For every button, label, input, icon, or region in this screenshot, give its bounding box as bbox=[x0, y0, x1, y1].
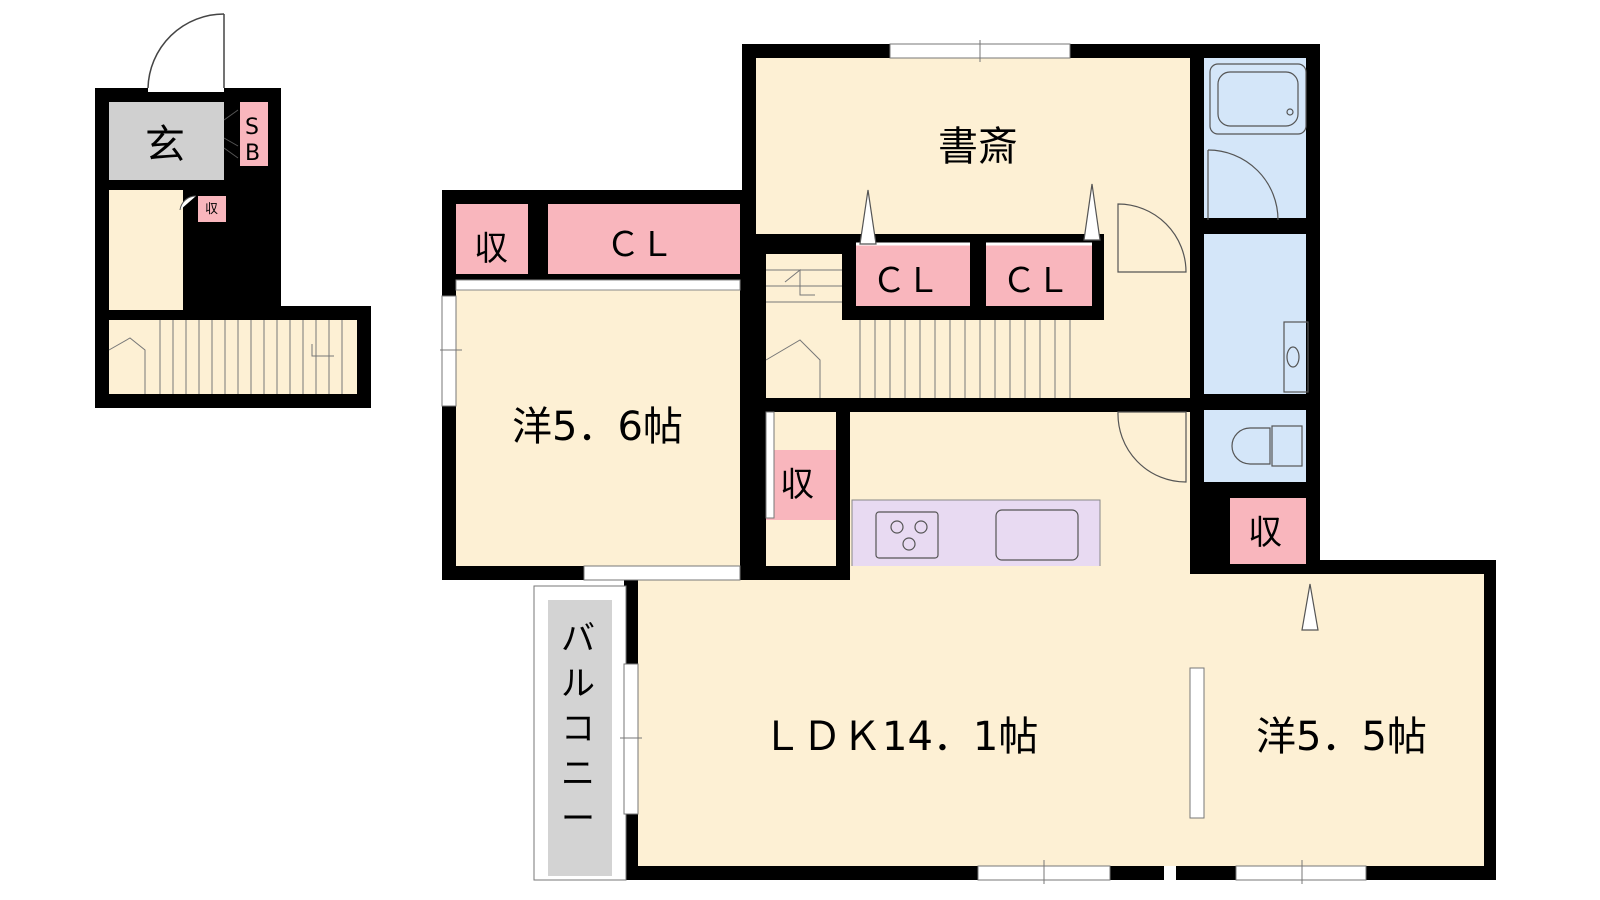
washroom bbox=[1204, 234, 1306, 394]
closet-a-label: ＣＬ bbox=[606, 225, 674, 265]
upper-stairs-run bbox=[842, 320, 1104, 398]
balcony-label-char: コ bbox=[561, 709, 595, 749]
balcony-floor bbox=[548, 600, 612, 876]
storage-c-label: 収 bbox=[1248, 513, 1282, 553]
shoe-box bbox=[240, 102, 268, 166]
lower-small-storage bbox=[198, 196, 226, 222]
sink-icon bbox=[995, 509, 1079, 561]
closet-a bbox=[548, 204, 740, 274]
lower-door-opening bbox=[148, 84, 224, 92]
closet-c bbox=[986, 244, 1092, 306]
storage-b-lower bbox=[766, 520, 836, 566]
entrance-label: 玄 bbox=[145, 122, 185, 168]
closet-b bbox=[856, 244, 970, 306]
study-label: 書斎 bbox=[938, 124, 1018, 170]
balcony-label-char: ー bbox=[561, 799, 595, 839]
closet-c-label: ＣＬ bbox=[1002, 261, 1070, 301]
shoe-box-label-s: S bbox=[245, 115, 259, 140]
balcony-label-char: ニ bbox=[561, 754, 595, 794]
entrance-floor bbox=[109, 102, 224, 180]
western-room-1-floor bbox=[456, 290, 740, 566]
kitchen-base bbox=[850, 566, 1120, 582]
closet-door-icon bbox=[859, 183, 1319, 631]
upper-stairs-floor bbox=[766, 254, 842, 398]
balcony-label-char: ル bbox=[561, 664, 595, 704]
door-swing-icon bbox=[223, 109, 239, 159]
storage-b-upper bbox=[766, 412, 836, 450]
storage-b bbox=[766, 450, 836, 520]
door-swing-icon bbox=[147, 13, 225, 89]
storage-a-label: 収 bbox=[474, 229, 508, 269]
closet-b-label: ＣＬ bbox=[872, 261, 940, 301]
storage-a bbox=[456, 204, 528, 274]
storage-c bbox=[1230, 498, 1306, 564]
toilet-room bbox=[1204, 410, 1306, 482]
washbasin-icon bbox=[1283, 321, 1309, 393]
door-swing-icon bbox=[1117, 149, 1279, 483]
toilet-icon bbox=[1231, 425, 1303, 467]
door-swing-icon bbox=[179, 195, 197, 211]
western-room-2-label: 洋5．5帖 bbox=[1256, 714, 1427, 760]
western-room-2-floor bbox=[1190, 574, 1484, 866]
stairs-icon bbox=[108, 320, 343, 394]
balcony-label: バ ル コ ニ ー bbox=[561, 619, 595, 839]
lower-floor: 玄 S B 収 bbox=[95, 13, 371, 408]
stove-icon bbox=[875, 511, 939, 559]
storage-b-label: 収 bbox=[780, 465, 814, 505]
bathroom bbox=[1204, 58, 1306, 218]
western-room-1-label: 洋5．6帖 bbox=[512, 404, 683, 450]
lower-stairs-floor bbox=[109, 320, 357, 394]
lower-hall bbox=[109, 190, 183, 310]
lower-storage-label: 収 bbox=[205, 202, 218, 217]
closet-a-rail bbox=[455, 279, 741, 291]
ldk-floor bbox=[638, 580, 1190, 866]
shoe-box-label-b: B bbox=[245, 141, 260, 166]
bathtub-icon bbox=[1209, 63, 1307, 135]
upper-floor: 書斎 収 ＣＬ ＣＬ ＣＬ 洋5．6帖 収 収 バ ル コ ニ ー ＬＤＫ14．… bbox=[440, 40, 1496, 884]
ldk-label: ＬＤＫ14．1帖 bbox=[762, 714, 1038, 760]
stairs-icon bbox=[765, 268, 1071, 398]
balcony-label-char: バ bbox=[561, 619, 595, 659]
